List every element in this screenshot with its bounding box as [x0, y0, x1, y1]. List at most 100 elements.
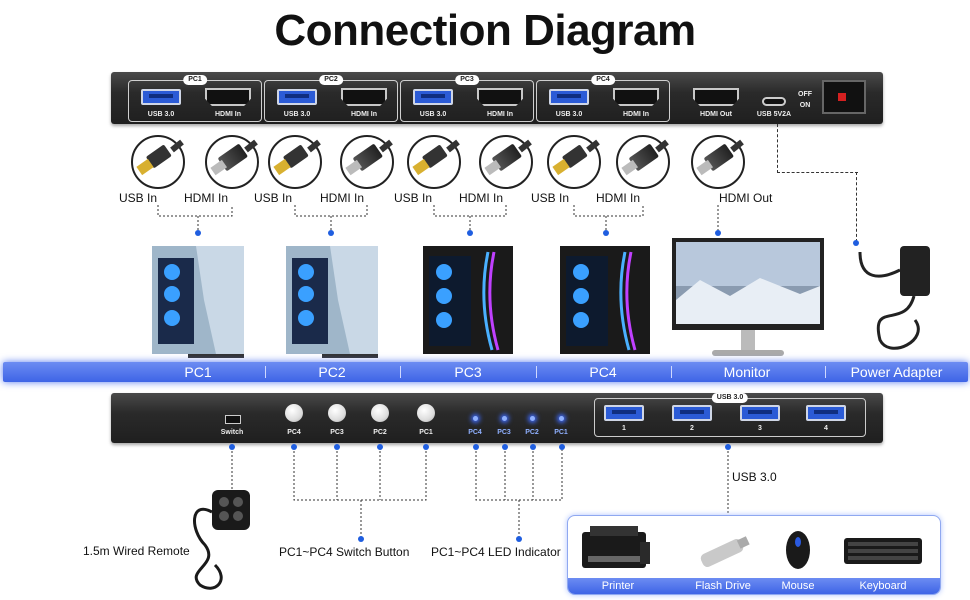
pc2-tower-illustration [286, 246, 378, 358]
pc3-hdmi-in-label: HDMI In [459, 191, 504, 205]
pc3-usb-in-label: USB In [394, 191, 433, 205]
switch-on-label: ON [799, 102, 811, 109]
switch-port-label: Switch [220, 429, 244, 436]
band-separator [671, 366, 672, 378]
pc4-button-label: PC4 [287, 429, 301, 436]
hdmi-out-port [693, 88, 739, 106]
pc3-led [502, 416, 507, 421]
pc3-hdmi-label: HDMI In [486, 111, 514, 118]
pc3-usb-port [413, 89, 453, 105]
pc4-port-group: PC4 [536, 75, 670, 122]
monitor-hdmi-cable-icon [691, 135, 745, 189]
usb-c-cable-line [777, 124, 858, 173]
pc2-hdmi-port [341, 88, 387, 106]
band-label-pc3: PC3 [454, 364, 482, 380]
usb-port-3 [740, 405, 780, 421]
power-rocker-switch[interactable] [822, 80, 866, 114]
usb-hub-label: USB 3.0 [711, 393, 749, 403]
usb-port-2 [672, 405, 712, 421]
mouse-icon [786, 531, 810, 569]
pc1-switch-button[interactable] [417, 404, 435, 422]
wired-remote-illustration [193, 490, 250, 590]
pc4-group-label: PC4 [591, 75, 615, 85]
pc3-hdmi-port [477, 88, 523, 106]
pc2-hdmi-cable-icon [340, 135, 394, 189]
pc4-hdmi-cable-icon [616, 135, 670, 189]
rocker-indicator [838, 93, 846, 101]
hdmi-out-port-label: HDMI Out [700, 111, 732, 118]
pc4-hdmi-label: HDMI In [622, 111, 650, 118]
band-separator [825, 366, 826, 378]
pc1-led-label: PC1 [554, 429, 568, 436]
pc1-usb-label: USB 3.0 [147, 111, 175, 118]
led-indicator-annotation: PC1~PC4 LED Indicator [431, 545, 561, 559]
device-label-band: PC1 PC2 PC3 PC4 Monitor Power Adapter [3, 362, 968, 382]
pc2-switch-button[interactable] [371, 404, 389, 422]
pc3-switch-button[interactable] [328, 404, 346, 422]
band-label-monitor: Monitor [723, 364, 771, 380]
band-label-power-adapter: Power Adapter [850, 364, 943, 380]
wired-remote-label: 1.5m Wired Remote [83, 544, 190, 558]
peripherals-card: Printer Flash Drive Mouse Keyboard [567, 515, 941, 595]
usb-port-1 [604, 405, 644, 421]
pc4-usb-label: USB 3.0 [555, 111, 583, 118]
power-adapter-line [856, 172, 857, 242]
usb-port-2-label: 2 [690, 425, 694, 432]
usb-c-power-port [762, 97, 786, 106]
pc2-usb-in-label: USB In [254, 191, 293, 205]
pc3-tower-illustration [423, 246, 513, 354]
band-label-pc1: PC1 [184, 364, 212, 380]
pc4-tower-illustration [560, 246, 650, 354]
band-label-pc2: PC2 [318, 364, 346, 380]
power-adapter-illustration [858, 246, 930, 350]
monitor-illustration [672, 238, 824, 356]
pc2-hdmi-in-label: HDMI In [320, 191, 365, 205]
monitor-hdmi-out-label: HDMI Out [719, 191, 773, 205]
pc1-tower-illustration [152, 246, 244, 358]
pc1-hdmi-label: HDMI In [214, 111, 242, 118]
pc2-group-label: PC2 [319, 75, 343, 85]
keyboard-icon [844, 538, 922, 564]
pc1-usb-cable-icon [131, 135, 185, 189]
pc3-group-label: PC3 [455, 75, 479, 85]
remote-switch-port [225, 415, 241, 424]
switch-off-label: OFF [798, 91, 812, 98]
keyboard-label: Keyboard [859, 580, 907, 592]
pc2-port-group: PC2 [264, 75, 398, 122]
band-separator [265, 366, 266, 378]
pc4-hdmi-port [613, 88, 659, 106]
pc3-button-label: PC3 [330, 429, 344, 436]
printer-icon [582, 526, 650, 568]
pc4-led-label: PC4 [468, 429, 482, 436]
peripheral-illustrations [582, 526, 922, 569]
pc3-led-label: PC3 [497, 429, 511, 436]
pc1-button-label: PC1 [419, 429, 433, 436]
usb-hub-group: USB 3.0 [594, 393, 866, 437]
pc4-usb-cable-icon [547, 135, 601, 189]
pc3-hdmi-cable-icon [479, 135, 533, 189]
pc2-led [530, 416, 535, 421]
pc1-port-group: PC1 [128, 75, 262, 122]
band-separator [400, 366, 401, 378]
printer-label: Printer [601, 580, 635, 592]
pc4-switch-button[interactable] [285, 404, 303, 422]
pc4-usb-in-label: USB In [531, 191, 570, 205]
pc1-hdmi-cable-icon [205, 135, 259, 189]
flash-drive-icon [700, 536, 750, 567]
power-port-label: USB 5V2A [756, 111, 792, 118]
pc1-led [559, 416, 564, 421]
flash-drive-label: Flash Drive [695, 580, 751, 592]
pc4-hdmi-in-label: HDMI In [596, 191, 641, 205]
pc1-usb-port [141, 89, 181, 105]
band-separator [536, 366, 537, 378]
pc3-port-group: PC3 [400, 75, 534, 122]
pc1-hdmi-in-label: HDMI In [184, 191, 229, 205]
peripherals-label-bar: Printer Flash Drive Mouse Keyboard [568, 578, 940, 594]
pc3-usb-cable-icon [407, 135, 461, 189]
pc2-usb-cable-icon [268, 135, 322, 189]
usb-port-4 [806, 405, 846, 421]
pc2-button-label: PC2 [373, 429, 387, 436]
pc2-led-label: PC2 [525, 429, 539, 436]
